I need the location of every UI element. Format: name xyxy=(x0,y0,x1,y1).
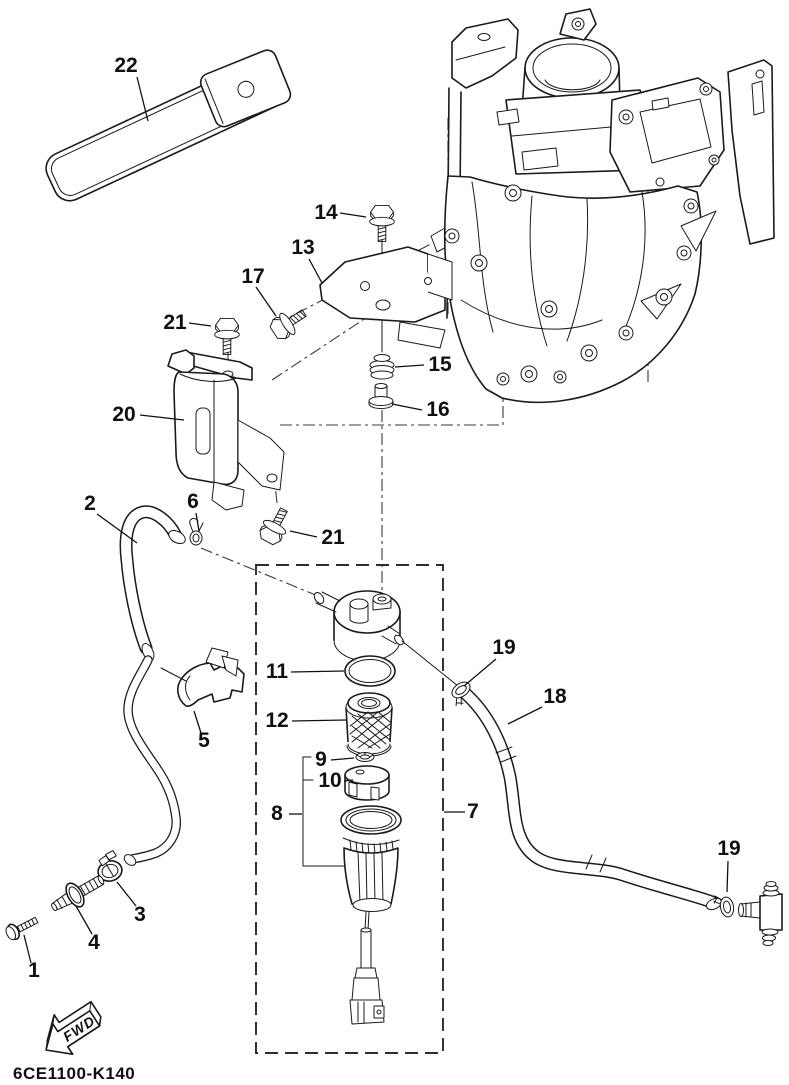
callout-label-22: 22 xyxy=(114,54,137,77)
callout-leader-14 xyxy=(339,212,367,218)
callout-leader-13 xyxy=(308,258,323,284)
part-9-ring xyxy=(355,752,375,762)
part-21-bolt-lower xyxy=(255,503,296,548)
callout-leader-6 xyxy=(195,512,200,532)
filter-head xyxy=(313,590,459,687)
part-13-bracket xyxy=(319,246,453,349)
callout-leader-16 xyxy=(391,403,423,411)
part-4-joint xyxy=(51,875,105,912)
callout-leader-1 xyxy=(23,934,32,964)
callout-label-19: 19 xyxy=(492,636,515,659)
callout-leader-9 xyxy=(330,757,355,761)
part-15-grommet xyxy=(369,354,395,380)
callout-label-21: 21 xyxy=(163,311,187,334)
part-12-filter-element xyxy=(345,692,393,757)
callout-leader-19 xyxy=(726,860,729,893)
callout-leader-10 xyxy=(343,779,354,782)
callout-leader-17 xyxy=(255,286,277,317)
callout-label-3: 3 xyxy=(134,903,146,926)
part-5-clamp xyxy=(160,647,245,707)
callout-label-17: 17 xyxy=(241,265,264,288)
callout-label-1: 1 xyxy=(28,959,40,982)
callout-leader-5 xyxy=(193,710,202,734)
part-8-cup-sensor xyxy=(302,756,402,1025)
assembly-7-dashed-box xyxy=(255,564,444,1054)
fwd-arrow: FWD xyxy=(45,1000,102,1056)
part-21-bolt-upper xyxy=(214,317,240,356)
callout-leader-19 xyxy=(463,658,497,687)
callout-leader-12 xyxy=(291,719,347,722)
part-11-oring xyxy=(344,655,396,687)
callout-label-12: 12 xyxy=(265,709,288,732)
diagram-code: 6CE1100-K140 xyxy=(13,1064,135,1083)
callout-leader-3 xyxy=(116,881,137,907)
callout-leader-18 xyxy=(507,706,543,725)
part-14-bolt xyxy=(369,204,395,243)
callout-label-4: 4 xyxy=(88,931,100,954)
callout-label-18: 18 xyxy=(543,685,567,708)
callout-label-7: 7 xyxy=(467,800,479,823)
callout-leader-15 xyxy=(394,364,425,368)
callout-label-21: 21 xyxy=(321,526,345,549)
callout-leader-22 xyxy=(136,76,149,122)
callout-leader-11 xyxy=(290,670,345,673)
part-16-pin xyxy=(368,383,394,409)
callout-leader-21 xyxy=(289,530,318,538)
callout-label-14: 14 xyxy=(314,201,338,224)
callout-leader-2 xyxy=(96,513,138,544)
part-20-holder xyxy=(167,349,285,511)
intake-manifold-assembly xyxy=(430,8,775,404)
callout-label-16: 16 xyxy=(426,398,449,421)
callout-label-6: 6 xyxy=(187,490,199,513)
callout-label-13: 13 xyxy=(291,236,314,259)
part-3-clamp xyxy=(97,850,123,882)
bolt-bosses xyxy=(444,184,699,386)
callout-leader-21 xyxy=(188,322,212,327)
part-22-band xyxy=(45,49,292,202)
callout-label-11: 11 xyxy=(266,660,289,683)
callout-label-2: 2 xyxy=(84,492,96,515)
part-17-bolt xyxy=(266,302,312,344)
callout-label-15: 15 xyxy=(428,353,452,376)
tee-fitting xyxy=(738,881,783,946)
callout-label-10: 10 xyxy=(318,769,341,792)
part-6-clip xyxy=(189,517,204,546)
part-18-hose xyxy=(459,687,723,911)
callout-label-9: 9 xyxy=(315,748,327,771)
callout-label-5: 5 xyxy=(198,729,210,752)
part-1-screw xyxy=(5,916,39,941)
filter-crosshatch xyxy=(349,711,391,749)
callout-leader-4 xyxy=(75,905,93,935)
callout-leader-20 xyxy=(139,414,185,421)
part-10-float xyxy=(344,765,390,801)
callout-label-19: 19 xyxy=(717,837,740,860)
callout-label-8: 8 xyxy=(271,802,283,825)
callout-label-20: 20 xyxy=(112,403,135,426)
